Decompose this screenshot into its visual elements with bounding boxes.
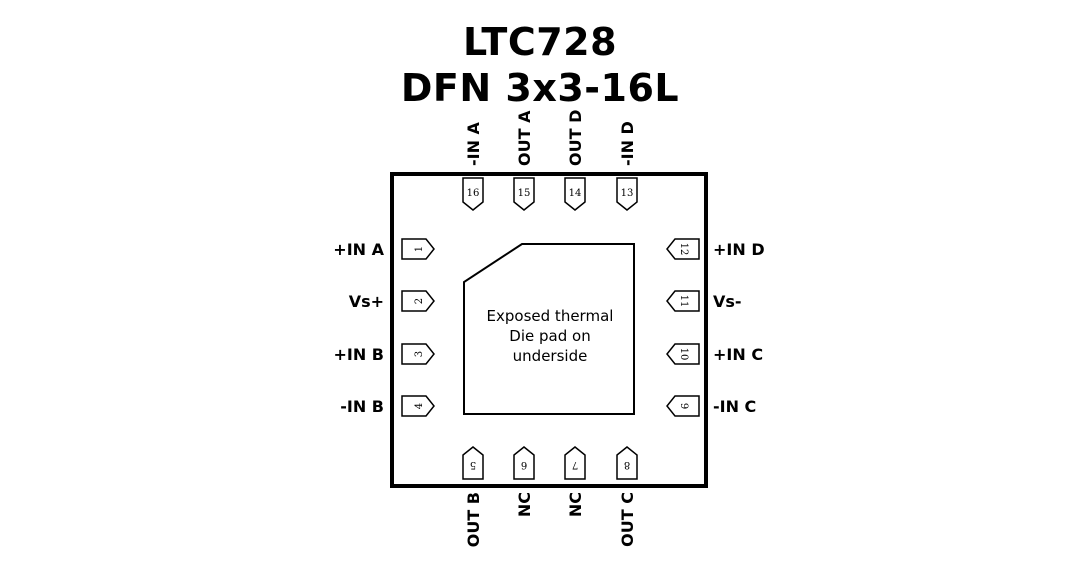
pin-label: +IN B [333,345,384,364]
pin-label: OUT C [618,492,637,547]
chip-name-title: LTC728 [462,20,618,64]
pins-layer: 1 +IN A 2 Vs+ 3 +IN B 4 -IN B 9 -IN C 10 +IN C 11 Vs-… [333,110,764,548]
pin-number: 14 [569,188,582,199]
pin-number: 1 [414,246,425,252]
pin-label: NC [566,492,585,517]
pin-label: OUT A [515,110,534,166]
pin-10 [666,343,700,365]
pin-pad [401,290,435,312]
pin-2: 2 [401,290,435,312]
pin-3: 3 [401,343,435,365]
package-body-outline [390,172,708,488]
pin-9 [666,395,700,417]
pin-number: 13 [621,188,634,199]
pin-label: -IN A [464,121,483,166]
pin-pad [462,446,484,480]
pin-pad [462,177,484,211]
pin-6 [513,446,535,480]
pin-pad [401,395,435,417]
pin-label: Vs- [713,292,742,311]
exposed-pad-text-line3: underside [513,347,588,365]
pin-pad [513,446,535,480]
pin-number: 9 [678,403,689,409]
pin-label: +IN A [333,240,384,259]
pin-5 [462,446,484,480]
pin-pad [666,395,700,417]
pin-15: 15 [513,177,535,211]
pin-label: OUT B [464,492,483,547]
pin-number: 11 [678,295,689,308]
pin-pad [616,446,638,480]
pin-11 [666,290,700,312]
pin-label: -IN B [340,397,384,416]
exposed-pad-text-line2: Die pad on [509,327,590,345]
pin-number: 15 [518,188,531,199]
pin-pad [616,177,638,211]
pin-8 [616,446,638,480]
pin-pad [401,238,435,260]
pin-number: 3 [414,351,425,357]
pin-14: 14 [564,177,586,211]
pin-pad [666,343,700,365]
pin-16: 16 [462,177,484,211]
pin-pad [666,238,700,260]
pin-label: NC [515,492,534,517]
pin-number: 10 [678,348,689,361]
pin-number: 6 [521,459,527,470]
pin-number: 4 [414,403,425,409]
pin-label: +IN D [713,240,765,259]
pin-label: -IN D [618,121,637,166]
pin-12 [666,238,700,260]
exposed-pad-text-line1: Exposed thermal [487,307,614,325]
pin-number: 16 [467,188,480,199]
pin-13: 13 [616,177,638,211]
pin-label: +IN C [713,345,763,364]
exposed-thermal-pad [463,243,635,415]
pin-number: 5 [470,459,476,470]
pin-pad [564,446,586,480]
pin-4: 4 [401,395,435,417]
pin-pad [513,177,535,211]
pin-pad [666,290,700,312]
pin-label: Vs+ [349,292,384,311]
pin-number: 8 [624,459,630,470]
pin-pad [401,343,435,365]
package-type-title: DFN 3x3-16L [400,66,680,110]
pin-number: 12 [678,243,689,256]
pin-1: 1 [401,238,435,260]
pin-number: 7 [572,459,578,470]
pin-7 [564,446,586,480]
pin-pad [564,177,586,211]
pin-number: 2 [414,298,425,304]
pin-label: -IN C [713,397,756,416]
pin-label: OUT D [566,110,585,166]
